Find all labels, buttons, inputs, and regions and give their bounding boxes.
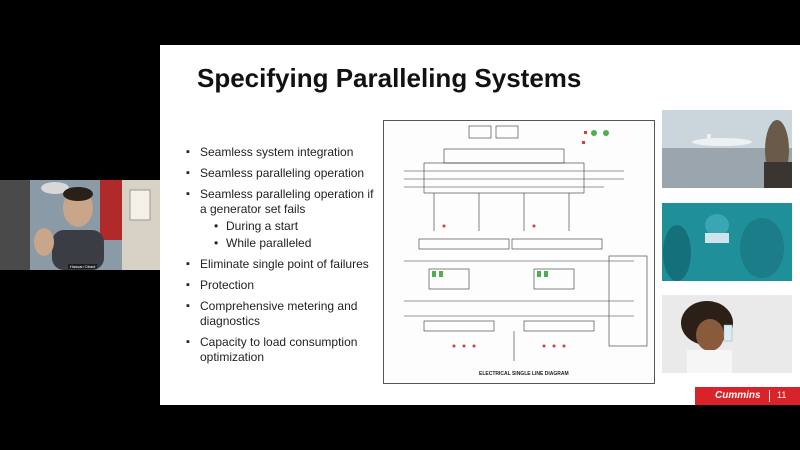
child-drinking-photo [662, 295, 792, 373]
surgery-photo [662, 203, 792, 281]
bullet-text: Seamless paralleling operation if a gene… [200, 187, 374, 216]
bullet-item: Comprehensive metering and diagnostics [186, 299, 376, 329]
sub-bullet-item: During a start [200, 219, 376, 234]
bullet-item: Seamless paralleling operation if a gene… [186, 187, 376, 251]
webcam-video: Hassan Obaid [0, 180, 160, 270]
bullet-item: Eliminate single point of failures [186, 257, 376, 272]
diagram-drawing [404, 125, 648, 361]
airport-photo [662, 110, 792, 188]
bullet-list: Seamless system integration Seamless par… [186, 145, 376, 371]
single-line-diagram: ELECTRICAL SINGLE LINE DIAGRAM [383, 120, 655, 384]
diagram-caption: ELECTRICAL SINGLE LINE DIAGRAM [479, 371, 569, 377]
footer-brand-bar: Cummins 11 [695, 387, 800, 405]
bullet-item: Protection [186, 278, 376, 293]
participant-name-tag: Hassan Obaid [68, 264, 98, 269]
bullet-item: Capacity to load consumption optimizatio… [186, 335, 376, 365]
slide-title: Specifying Paralleling Systems [197, 63, 582, 93]
cummins-logo: Cummins [715, 390, 761, 401]
page-number: 11 [777, 390, 787, 400]
bullet-item: Seamless system integration [186, 145, 376, 160]
presentation-slide: Specifying Paralleling Systems Seamless … [160, 45, 800, 405]
footer-divider [769, 390, 770, 402]
bullet-item: Seamless paralleling operation [186, 166, 376, 181]
sub-bullet-item: While paralleled [200, 236, 376, 251]
